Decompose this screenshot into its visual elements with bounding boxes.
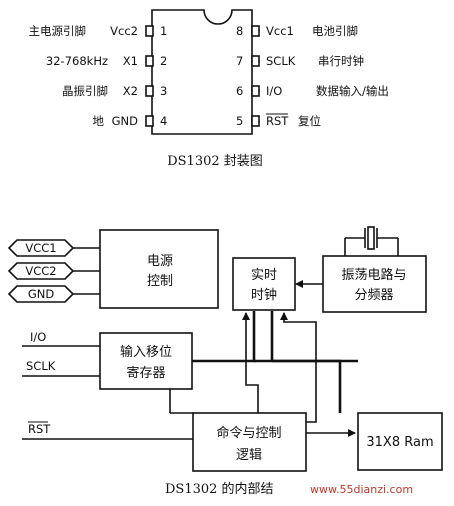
shift-register-block: [99, 332, 193, 390]
pin-row-left-2: 32-768kHz X1 2: [46, 54, 167, 68]
pin7-number: 7: [236, 54, 243, 68]
pin-row-left-3: 晶振引脚 X2 3: [62, 84, 167, 98]
block-diagram-caption: DS1302 的内部结: [165, 481, 274, 497]
ram-block: [357, 412, 443, 471]
pin-square-6: [251, 85, 260, 97]
rtc-label-line1: 实时: [251, 268, 277, 283]
pin2-name: X1: [123, 54, 138, 68]
pin8-number: 8: [236, 24, 243, 38]
pin3-desc: 晶振引脚: [62, 84, 108, 98]
pin-square-7: [251, 55, 260, 67]
pin-square-8: [251, 25, 260, 37]
pin-square-2: [145, 55, 154, 67]
pin-row-left-1: 主电源引脚 Vcc2 1: [29, 24, 168, 38]
pin-square-3: [145, 85, 154, 97]
package-diagram: 主电源引脚 Vcc2 1 32-768kHz X1 2 晶振引脚 X2 3 地 …: [29, 9, 389, 169]
power-input-vcc2: VCC2: [7, 262, 75, 280]
pin-square-5: [251, 115, 260, 127]
shift-register-label-line2: 寄存器: [126, 365, 165, 381]
pin8-name: Vcc1: [266, 24, 294, 38]
pin4-desc: 地: [93, 114, 105, 128]
ic-package-body: [151, 9, 253, 135]
watermark-text: www.55dianzi.com: [310, 483, 413, 496]
pin-square-4: [145, 115, 154, 127]
power-input-vcc1: VCC1: [7, 239, 75, 257]
pin4-name: GND: [112, 114, 139, 128]
crystal-icon: [344, 226, 399, 256]
ram-label: 31X8 Ram: [366, 435, 433, 450]
pin7-desc: 串行时钟: [318, 54, 364, 68]
sclk-signal-label: SCLK: [26, 359, 56, 373]
package-caption: DS1302 封装图: [167, 154, 263, 169]
pin2-number: 2: [160, 54, 167, 68]
pin-row-right-6: 6 I/O 数据输入/输出: [236, 84, 389, 98]
arrow-cmd-to-rtc-2: [242, 312, 259, 413]
pin8-desc: 电池引脚: [312, 24, 358, 38]
command-logic-label-line2: 逻辑: [236, 448, 262, 463]
pin1-name: Vcc2: [110, 24, 138, 38]
pin5-desc: 复位: [298, 114, 321, 128]
pin3-name: X2: [123, 84, 138, 98]
pin6-desc: 数据输入/输出: [316, 84, 389, 98]
pin6-number: 6: [236, 84, 243, 98]
pin6-name: I/O: [266, 84, 282, 98]
pin5-name: RST: [266, 114, 289, 128]
command-control-logic-block: [192, 412, 307, 472]
pin2-desc: 32-768kHz: [46, 54, 108, 68]
power-control-label-line1: 电源: [147, 254, 173, 269]
power-control-label-line2: 控制: [147, 274, 173, 289]
pin-square-1: [145, 25, 154, 37]
pin1-desc: 主电源引脚: [29, 24, 87, 38]
pin-row-right-7: 7 SCLK 串行时钟: [236, 54, 364, 68]
shift-register-label-line1: 输入移位: [120, 344, 172, 360]
io-signal-label: I/O: [30, 330, 46, 344]
pin3-number: 3: [160, 84, 167, 98]
vcc2-label: VCC2: [25, 264, 56, 278]
internal-bus: [192, 311, 358, 413]
gnd-label: GND: [28, 287, 55, 301]
pin-row-right-5: 5 RST 复位: [236, 113, 321, 128]
pin4-number: 4: [160, 114, 167, 128]
power-control-block: [99, 229, 219, 309]
block-diagram: VCC1 VCC2 GND 电源 控制 振荡电路与 分频器: [7, 226, 443, 497]
arrow-cmd-to-rtc: [280, 312, 317, 423]
command-logic-label-line1: 命令与控制: [216, 425, 281, 441]
pin-row-right-8: 8 Vcc1 电池引脚: [236, 24, 358, 38]
pin5-number: 5: [236, 114, 243, 128]
pin1-number: 1: [160, 24, 167, 38]
oscillator-label-line1: 振荡电路与: [341, 267, 406, 283]
rtc-label-line2: 时钟: [251, 287, 277, 303]
rst-signal-label: RST: [28, 422, 51, 436]
oscillator-divider-block: [322, 255, 427, 313]
pin-row-left-4: 地 GND 4: [93, 114, 168, 128]
power-input-gnd: GND: [7, 285, 75, 303]
vcc1-label: VCC1: [25, 241, 56, 255]
pin7-name: SCLK: [266, 54, 296, 68]
oscillator-label-line2: 分频器: [354, 288, 393, 303]
